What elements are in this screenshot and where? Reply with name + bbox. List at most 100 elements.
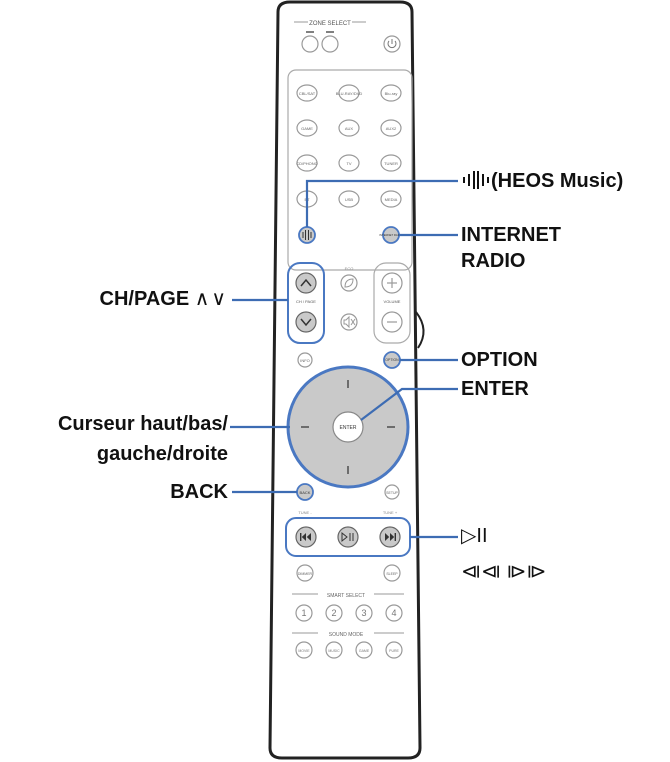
internet-radio-button-label: INTERNET RADIO: [379, 233, 403, 237]
sound-mode-button[interactable]: [385, 641, 403, 659]
play-pause-button[interactable]: [337, 526, 359, 548]
internet-radio-label-line1: INTERNET: [461, 224, 561, 246]
power-icon: [387, 39, 397, 49]
eco-button[interactable]: [340, 274, 358, 292]
cursor-callout: Curseur haut/bas/ gauche/droite: [58, 412, 228, 466]
volume-caption: VOLUME: [384, 299, 401, 304]
skip-symbols: ⧏⧏ ⧐⧐: [461, 561, 547, 583]
sound-mode-caption: SOUND MODE: [329, 632, 364, 638]
chevron-up-icon: [300, 278, 312, 287]
source-button[interactable]: [296, 154, 318, 172]
option-label: OPTION: [461, 349, 538, 371]
source-button[interactable]: [380, 190, 402, 208]
internet-radio-label-line2: RADIO: [461, 250, 526, 272]
ch-page-rocker: [287, 262, 325, 344]
source-button-label: BLU-RAY/DVD: [336, 91, 363, 96]
heos-button[interactable]: [298, 226, 316, 244]
source-button-grid: CBL/SAT BLU-RAY/DVD Blu-ray GAME AUX AUX…: [296, 84, 402, 208]
smart-select-buttons: 1 2 3 4: [295, 604, 403, 622]
heos-icon: [463, 171, 489, 189]
source-button-label: Blu-ray: [385, 91, 398, 96]
heos-music-callout: (HEOS Music): [461, 169, 623, 193]
sound-mode-button-label: MUSIC: [328, 649, 340, 653]
plus-icon: [387, 278, 397, 288]
back-callout: BACK: [170, 480, 228, 504]
zone-main-button[interactable]: [301, 35, 319, 53]
transport-callout: ▷II ⧏⧏ ⧐⧐: [461, 524, 547, 584]
source-button-label: AUX2: [386, 126, 397, 131]
source-button[interactable]: [296, 84, 318, 102]
source-button[interactable]: [380, 119, 402, 137]
tune-minus-caption: TUNE -: [298, 510, 312, 515]
dimmer-button[interactable]: [296, 564, 314, 582]
source-button[interactable]: [338, 119, 360, 137]
info-button-label: INFO: [300, 358, 310, 363]
smart-button[interactable]: [325, 604, 343, 622]
enter-button-label: ENTER: [340, 425, 357, 431]
smart-button[interactable]: [295, 604, 313, 622]
back-label: BACK: [170, 481, 228, 503]
smart-button-label: 2: [331, 608, 336, 618]
leaf-icon: [344, 278, 354, 288]
remote-strap: [415, 311, 425, 349]
eco-caption: ECO: [345, 266, 354, 271]
zone2-button[interactable]: [321, 35, 339, 53]
sleep-button-label: SLEEP: [386, 572, 398, 576]
source-button-label: CBL/SAT: [299, 91, 316, 96]
source-button[interactable]: [338, 84, 360, 102]
option-callout: OPTION: [461, 348, 538, 372]
zone-select-caption: ZONE SELECT: [309, 21, 351, 27]
internet-radio-callout: INTERNET RADIO: [461, 223, 561, 273]
sound-mode-buttons: MOVIE MUSIC GAME PURE: [295, 641, 403, 659]
dimmer-button-label: DIMMER: [298, 572, 313, 576]
play-pause-icon: [341, 531, 354, 543]
smart-button-label: 4: [391, 608, 396, 618]
ch-page-caption: CH / PAGE: [296, 299, 316, 304]
tune-plus-caption: TUNE +: [383, 510, 398, 515]
source-button-label: TV: [346, 161, 351, 166]
enter-callout-line: [360, 387, 458, 421]
sound-mode-button-label: GAME: [359, 649, 370, 653]
source-button[interactable]: [338, 154, 360, 172]
back-button-label: BACK: [300, 490, 311, 495]
sleep-button[interactable]: [383, 564, 401, 582]
source-button[interactable]: [338, 190, 360, 208]
sound-mode-button[interactable]: [355, 641, 373, 659]
setup-button-label: SETUP: [386, 491, 398, 495]
enter-callout: ENTER: [461, 377, 529, 401]
sound-mode-button[interactable]: [325, 641, 343, 659]
previous-icon: [300, 533, 311, 541]
source-button-label: USB: [345, 197, 354, 202]
heos-music-label: (HEOS Music): [491, 170, 624, 192]
smart-button[interactable]: [355, 604, 373, 622]
chevron-down-icon: [300, 318, 312, 327]
source-button-label: CD/PHONO: [296, 161, 318, 166]
info-button[interactable]: [297, 352, 313, 368]
smart-button-label: 1: [301, 608, 306, 618]
smart-button[interactable]: [385, 604, 403, 622]
source-button-label: GAME: [301, 126, 313, 131]
option-button-label: OPTION: [385, 358, 399, 362]
enter-button[interactable]: [332, 411, 364, 443]
source-button[interactable]: [380, 84, 402, 102]
source-button-label: TUNER: [384, 161, 398, 166]
source-button[interactable]: [380, 154, 402, 172]
enter-label: ENTER: [461, 378, 529, 400]
cursor-label-line1: Curseur haut/bas/: [57, 413, 228, 435]
volume-rocker: [373, 262, 411, 344]
sound-mode-button-label: PURE: [389, 649, 399, 653]
smart-select-caption: SMART SELECT: [327, 593, 365, 599]
source-button-label: MEDIA: [385, 197, 398, 202]
smart-button-label: 3: [361, 608, 366, 618]
ch-page-up-button[interactable]: [295, 272, 317, 294]
cursor-label-line2: gauche/droite: [96, 443, 228, 465]
sound-mode-button[interactable]: [295, 641, 313, 659]
setup-button[interactable]: [384, 484, 400, 500]
heos-icon: [302, 230, 312, 240]
source-panel: [287, 69, 413, 271]
source-button[interactable]: [296, 119, 318, 137]
ch-page-down-button[interactable]: [295, 311, 317, 333]
source-button-label: AUX: [345, 126, 354, 131]
next-icon: [385, 533, 396, 541]
